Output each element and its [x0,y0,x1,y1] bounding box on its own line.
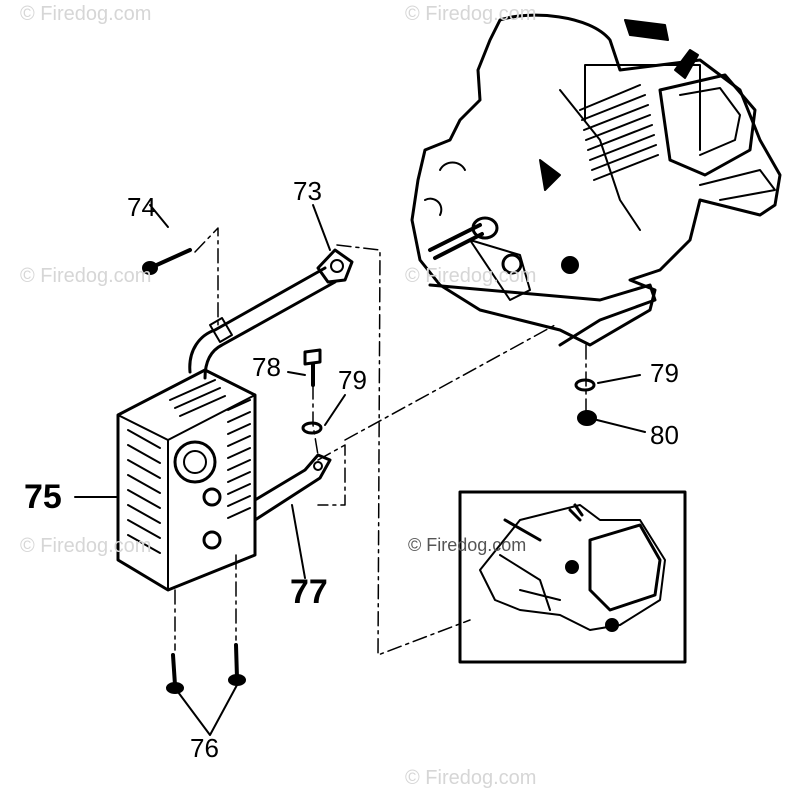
callout-77: 77 [290,573,328,611]
leader-lines [74,204,646,736]
callout-76: 76 [190,733,219,763]
watermark-text: © Firedog.com [20,3,152,25]
assembly-lines [174,227,587,656]
watermark-text: © Firedog.com [20,265,152,287]
washer-part-79-left [301,421,323,435]
bracket-part-77 [253,453,332,522]
bolt-part-78 [303,348,322,387]
callout-75: 75 [24,478,62,516]
callout-80: 80 [650,420,679,450]
washer-part-79-right [574,378,596,392]
muffler-part-75 [116,266,337,592]
engine-assembly [410,13,782,347]
watermark-text: © Firedog.com [405,265,537,287]
watermark-text: © Firedog.com [405,3,537,25]
nut-part-80 [577,410,597,426]
callout-79-left: 79 [338,365,367,395]
inset-detail [458,490,687,664]
bolt-part-74 [142,204,192,275]
watermark-text: © Firedog.com [405,767,537,789]
callout-73: 73 [293,176,322,206]
watermark-text: © Firedog.com [20,535,152,557]
gasket-part-73 [316,248,354,284]
watermark-text: © Firedog.com [408,535,527,555]
bolts-part-76 [166,643,246,694]
callout-78: 78 [252,352,281,382]
callout-79-right: 79 [650,358,679,388]
callout-74: 74 [127,192,156,222]
